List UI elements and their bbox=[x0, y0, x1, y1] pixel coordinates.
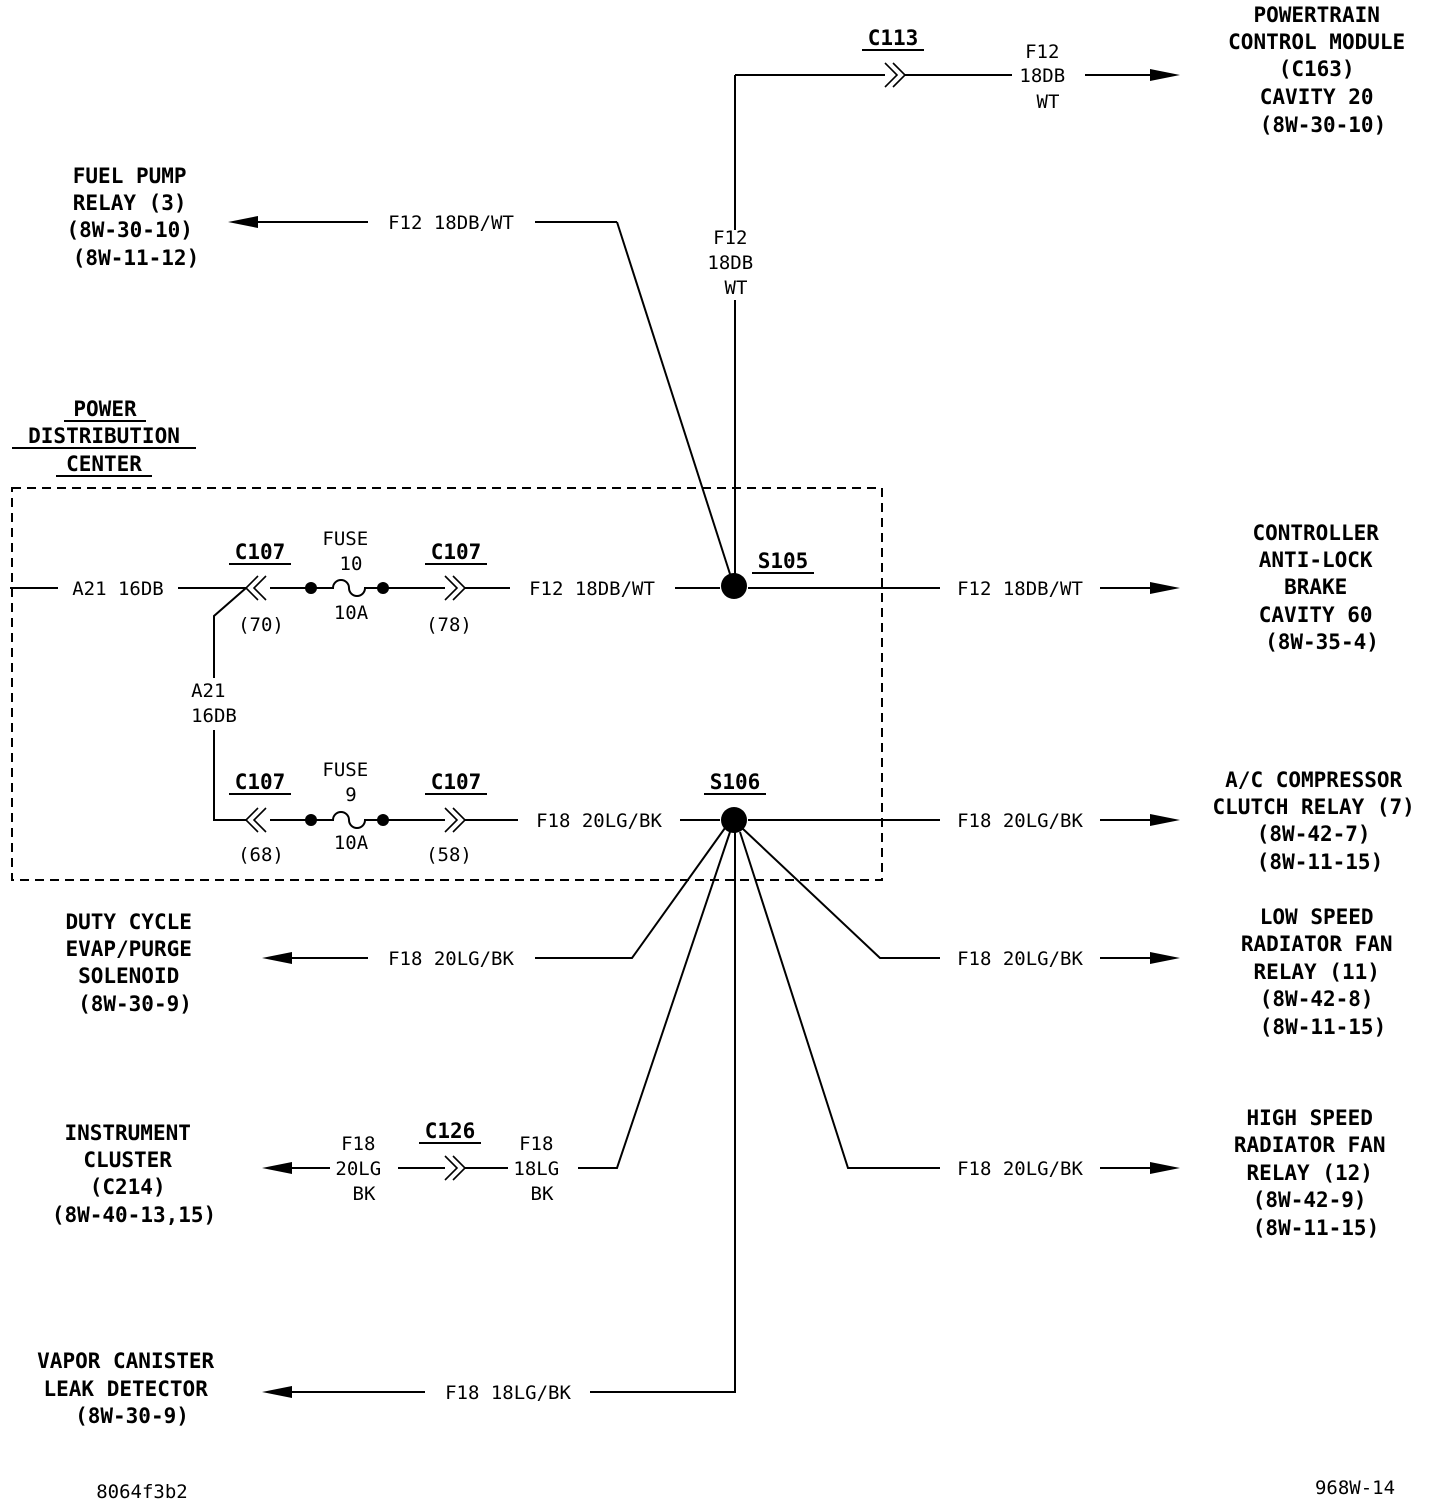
connector-c107-78-cavity: (78) bbox=[426, 614, 472, 636]
component-controller-anti-lock-brake: CONTROLLER ANTI-LOCK BRAKE CAVITY 60 (8W… bbox=[1252, 521, 1391, 654]
component-pcm: POWERTRAIN CONTROL MODULE (C163) CAVITY … bbox=[1228, 3, 1418, 137]
fuse-10-symbol bbox=[305, 579, 389, 597]
wire-label-vapor-canister: F18 18LG/BK bbox=[445, 1382, 571, 1404]
fuse-9-label: FUSE 9 bbox=[322, 759, 379, 806]
c113-symbol-icon bbox=[884, 62, 899, 88]
splice-s106-label: S106 bbox=[710, 770, 761, 794]
fuse-10-label: FUSE 10 bbox=[322, 528, 379, 575]
arrow-fuel-pump-icon bbox=[228, 216, 258, 228]
arrow-low-fan-icon bbox=[1150, 952, 1180, 964]
arrow-cab-icon bbox=[1150, 582, 1180, 594]
wire-label-vertical-s105: F12 18DB WT bbox=[707, 227, 764, 299]
c107-78-symbol-icon bbox=[444, 575, 459, 601]
wire-high-fan-diagonal bbox=[739, 831, 940, 1169]
pdc-line-3: CENTER bbox=[66, 452, 142, 476]
wire-label-fuel-pump: F12 18DB/WT bbox=[388, 212, 514, 234]
fuse-9-rating: 10A bbox=[334, 832, 369, 854]
component-duty-cycle-solenoid: DUTY CYCLE EVAP/PURGE SOLENOID (8W-30-9) bbox=[65, 910, 204, 1016]
wire-label-low-speed-fan: F18 20LG/BK bbox=[957, 948, 1083, 970]
component-ac-compressor-relay: A/C COMPRESSOR CLUTCH RELAY (7) (8W-42-7… bbox=[1213, 768, 1428, 874]
component-fuel-pump-relay: FUEL PUMP RELAY (3) (8W-30-10) (8W-11-12… bbox=[66, 164, 205, 270]
c107-70-symbol-icon bbox=[244, 575, 259, 601]
arrow-high-fan-icon bbox=[1150, 1162, 1180, 1174]
wire-label-cluster-left: F18 20LG BK bbox=[335, 1133, 392, 1205]
wire-label-cluster-right: F18 18LG BK bbox=[513, 1133, 570, 1205]
fuse-10-terminal-right bbox=[377, 582, 389, 594]
wire-label-ac-relay: F18 20LG/BK bbox=[957, 810, 1083, 832]
fuse-9-terminal-right bbox=[377, 814, 389, 826]
wire-labels: F12 18DB WT F12 18DB WT F12 18DB/WT A21 … bbox=[72, 41, 1083, 1404]
wire-label-input: A21 16DB bbox=[72, 578, 164, 600]
wire-label-high-speed-fan: F18 20LG/BK bbox=[957, 1158, 1083, 1180]
fuse-9-symbol bbox=[305, 811, 389, 829]
footer-page-code: 968W-14 bbox=[1315, 1477, 1395, 1499]
connector-c107-68-cavity: (68) bbox=[238, 844, 284, 866]
connector-labels: C113 C107 (70) C107 (78) C107 (68) C107 … bbox=[229, 26, 924, 1144]
splice-s106 bbox=[721, 807, 747, 833]
pdc-boundary bbox=[11, 487, 883, 881]
component-low-speed-fan-relay: LOW SPEED RADIATOR FAN RELAY (11) (8W-42… bbox=[1241, 905, 1405, 1039]
wire-label-a21-vertical: A21 16DB bbox=[191, 680, 237, 727]
wire-low-fan-diagonal bbox=[741, 827, 940, 959]
wire-cluster-diagonal bbox=[578, 831, 731, 1169]
connector-c107-70-cavity: (70) bbox=[238, 614, 284, 636]
arrow-ac-icon bbox=[1150, 814, 1180, 826]
wire-label-pcm: F12 18DB WT bbox=[1019, 41, 1076, 113]
footer-image-code: 8064f3b2 bbox=[96, 1481, 188, 1503]
pdc-line-2: DISTRIBUTION bbox=[28, 424, 180, 448]
component-instrument-cluster: INSTRUMENT CLUSTER (C214) (8W-40-13,15) bbox=[52, 1121, 216, 1227]
connector-c107-78-label: C107 bbox=[431, 540, 482, 564]
wire-label-duty-cycle: F18 20LG/BK bbox=[388, 948, 514, 970]
component-high-speed-fan-relay: HIGH SPEED RADIATOR FAN RELAY (12) (8W-4… bbox=[1234, 1106, 1398, 1240]
c107-58-symbol-icon bbox=[444, 807, 459, 833]
pdc-line-1: POWER bbox=[73, 397, 137, 421]
wires bbox=[10, 74, 1160, 1393]
component-pdc: POWER DISTRIBUTION CENTER bbox=[12, 397, 196, 477]
c107-68-symbol-icon bbox=[244, 807, 259, 833]
splice-s105-label: S105 bbox=[758, 549, 809, 573]
arrows bbox=[228, 69, 1180, 1398]
fuse-9-icon bbox=[311, 811, 383, 829]
wire-label-fuse10-out: F12 18DB/WT bbox=[529, 578, 655, 600]
connector-c113-label: C113 bbox=[868, 26, 919, 50]
fuse-10-rating: 10A bbox=[334, 602, 369, 624]
component-vapor-canister-leak-detector: VAPOR CANISTER LEAK DETECTOR (8W-30-9) bbox=[37, 1349, 227, 1428]
connector-symbols bbox=[244, 62, 907, 1181]
arrow-cluster-icon bbox=[262, 1162, 292, 1174]
connector-c107-58-cavity: (58) bbox=[426, 844, 472, 866]
wire-label-fuse9-out: F18 20LG/BK bbox=[536, 810, 662, 832]
wire-fuel-pump-diagonal bbox=[616, 221, 731, 575]
connector-c107-58-label: C107 bbox=[431, 770, 482, 794]
arrow-duty-cycle-icon bbox=[262, 952, 292, 964]
arrow-pcm-icon bbox=[1150, 69, 1180, 81]
splice-s105 bbox=[721, 573, 747, 599]
connector-c126-label: C126 bbox=[425, 1119, 476, 1143]
fuse-10-icon bbox=[311, 579, 383, 597]
arrow-vapor-icon bbox=[262, 1386, 292, 1398]
wire-vapor-vertical bbox=[590, 832, 736, 1393]
c126-symbol-icon bbox=[444, 1155, 459, 1181]
connector-c107-70-label: C107 bbox=[235, 540, 286, 564]
wire-a21-jumper-upper bbox=[213, 587, 247, 678]
wire-a21-jumper-lower bbox=[213, 730, 246, 821]
connector-c107-68-label: C107 bbox=[235, 770, 286, 794]
wire-label-cab: F12 18DB/WT bbox=[957, 578, 1083, 600]
wire-duty-cycle-diagonal bbox=[535, 827, 726, 959]
